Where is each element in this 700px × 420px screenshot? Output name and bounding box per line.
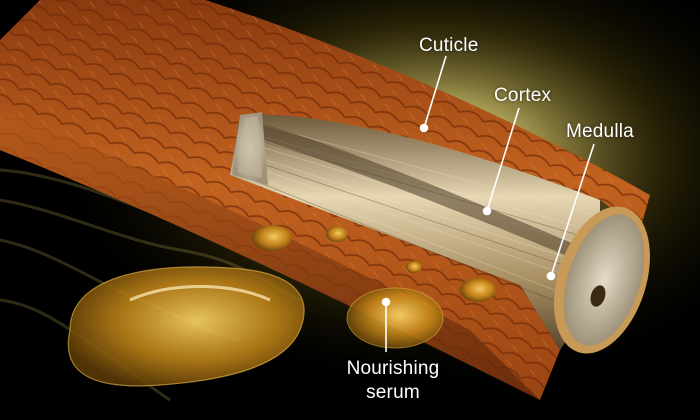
medulla-label: Medulla	[566, 121, 634, 142]
cuticle-leader-line	[423, 55, 447, 129]
leader-lines	[381, 55, 595, 352]
cortex-marker-dot	[482, 206, 492, 216]
nourishing-serum-label: Nourishing serum	[339, 357, 447, 405]
serum-label-line1: Nourishing	[346, 358, 440, 379]
cortex-leader-line	[486, 107, 520, 212]
cortex-fibers	[230, 114, 640, 351]
cross-section-near	[232, 112, 268, 185]
cuticle-marker-dot	[419, 123, 429, 133]
serum-label-line2: serum	[366, 382, 420, 403]
cross-section-far	[554, 206, 650, 354]
medulla-marker-dot	[546, 271, 556, 281]
cortex-label: Cortex	[494, 85, 552, 106]
medulla-leader-line	[550, 143, 595, 277]
serum-marker-dot	[381, 297, 391, 307]
cuticle-label: Cuticle	[419, 35, 479, 56]
serum-droplets	[67, 225, 496, 387]
